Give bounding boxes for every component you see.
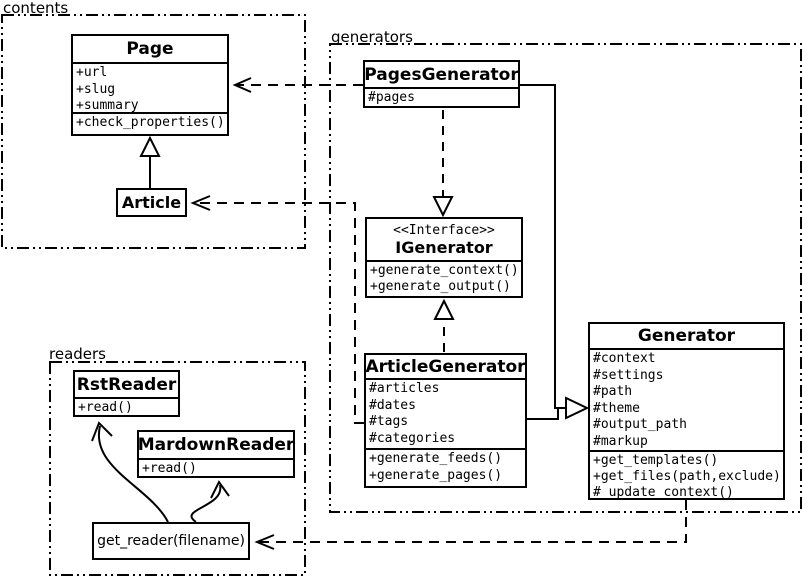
class-article: Article <box>116 188 187 217</box>
class-page-attributes: +url +slug +summary <box>73 62 227 114</box>
edge-getreader-to-rstreader <box>97 425 169 523</box>
edge-getreader-to-mardownreader <box>190 484 222 523</box>
class-page-title: Page <box>126 39 174 59</box>
method: +read() <box>78 400 133 415</box>
attribute: #markup <box>593 433 648 449</box>
arrowhead-triangle-igenerator-top <box>432 196 454 218</box>
class-articlegenerator: ArticleGenerator #articles #dates #tags … <box>364 353 527 488</box>
class-igenerator-methods: +generate_context() +generate_output() <box>367 259 521 296</box>
method: +check_properties() <box>76 115 225 130</box>
attribute: #tags <box>369 414 409 430</box>
attribute: #pages <box>368 90 415 105</box>
class-page: Page +url +slug +summary +check_properti… <box>71 34 229 136</box>
attribute: +url <box>76 65 108 80</box>
function-get-reader-label: get_reader(filename) <box>97 533 245 549</box>
class-rstreader: RstReader +read() <box>73 370 180 417</box>
class-page-methods: +check_properties() <box>73 112 227 134</box>
class-generator-methods: +get_templates() +get_files(path,exclude… <box>590 450 783 501</box>
class-generator-attributes: #context #settings #path #theme #output_… <box>590 348 783 450</box>
method: +read() <box>142 461 197 476</box>
class-igenerator-stereotype: <<Interface>> <box>393 223 495 238</box>
function-get-reader: get_reader(filename) <box>92 522 250 560</box>
class-articlegenerator-title: ArticleGenerator <box>365 356 526 377</box>
method: +generate_feeds() <box>369 451 503 466</box>
package-label-generators: generators <box>331 28 413 46</box>
class-rstreader-title: RstReader <box>76 374 177 395</box>
arrowhead-triangle-page <box>139 135 161 157</box>
arrowhead-open-page <box>232 77 252 93</box>
method: +generate_output() <box>370 279 511 295</box>
attribute: #categories <box>369 430 456 446</box>
method: +generate_pages() <box>369 467 503 483</box>
package-label-contents: contents <box>3 0 69 17</box>
attribute: #path <box>593 384 633 400</box>
class-articlegenerator-attributes: #articles #dates #tags #categories <box>366 378 525 448</box>
class-articlegenerator-methods: +generate_feeds() +generate_pages() <box>366 448 525 486</box>
class-rstreader-methods: +read() <box>75 397 178 417</box>
attribute: +summary <box>76 98 139 114</box>
method: +get_templates() <box>593 453 719 468</box>
package-frame-contents <box>1 14 306 249</box>
class-mardownreader-methods: +read() <box>139 458 293 478</box>
attribute: +slug <box>76 81 116 97</box>
arrowhead-triangle-igenerator-bottom <box>433 298 455 320</box>
class-igenerator-header: <<Interface>> IGenerator <box>367 219 521 260</box>
package-frame-generators <box>329 43 802 513</box>
class-igenerator: <<Interface>> IGenerator +generate_conte… <box>365 217 523 298</box>
package-frame-readers <box>49 361 306 576</box>
class-mardownreader: MardownReader +read() <box>137 430 295 478</box>
arrowhead-open-rstreader <box>91 421 113 442</box>
class-generator: Generator #context #settings #path #them… <box>588 322 785 500</box>
class-pagesgenerator-title: PagesGenerator <box>364 64 519 85</box>
attribute: #context <box>593 351 656 366</box>
edge-generator-uses-getreader <box>258 500 687 543</box>
package-label-readers: readers <box>49 345 106 363</box>
arrowhead-open-mardownreader <box>210 480 230 499</box>
class-pagesgenerator-attributes: #pages <box>365 87 518 107</box>
method: +generate_context() <box>370 262 519 278</box>
edge-articlegenerator-uses-article <box>195 202 364 424</box>
arrowhead-open-getreader <box>254 534 275 550</box>
class-igenerator-title: IGenerator <box>395 238 493 257</box>
edge-articlegenerator-extends-generator <box>527 407 566 420</box>
method: #_update_context() <box>593 485 734 500</box>
arrowhead-open-article <box>190 195 211 211</box>
method: +get_files(path,exclude) <box>593 469 781 484</box>
class-pagesgenerator: PagesGenerator #pages <box>363 60 520 108</box>
attribute: #theme <box>593 400 640 416</box>
arrowhead-triangle-generator <box>565 396 590 420</box>
attribute: #dates <box>369 397 416 413</box>
attribute: #output_path <box>593 417 687 433</box>
class-article-title: Article <box>121 193 182 212</box>
attribute: #settings <box>593 367 664 383</box>
class-generator-title: Generator <box>637 326 736 346</box>
attribute: #articles <box>369 381 440 396</box>
class-mardownreader-title: MardownReader <box>137 435 295 455</box>
